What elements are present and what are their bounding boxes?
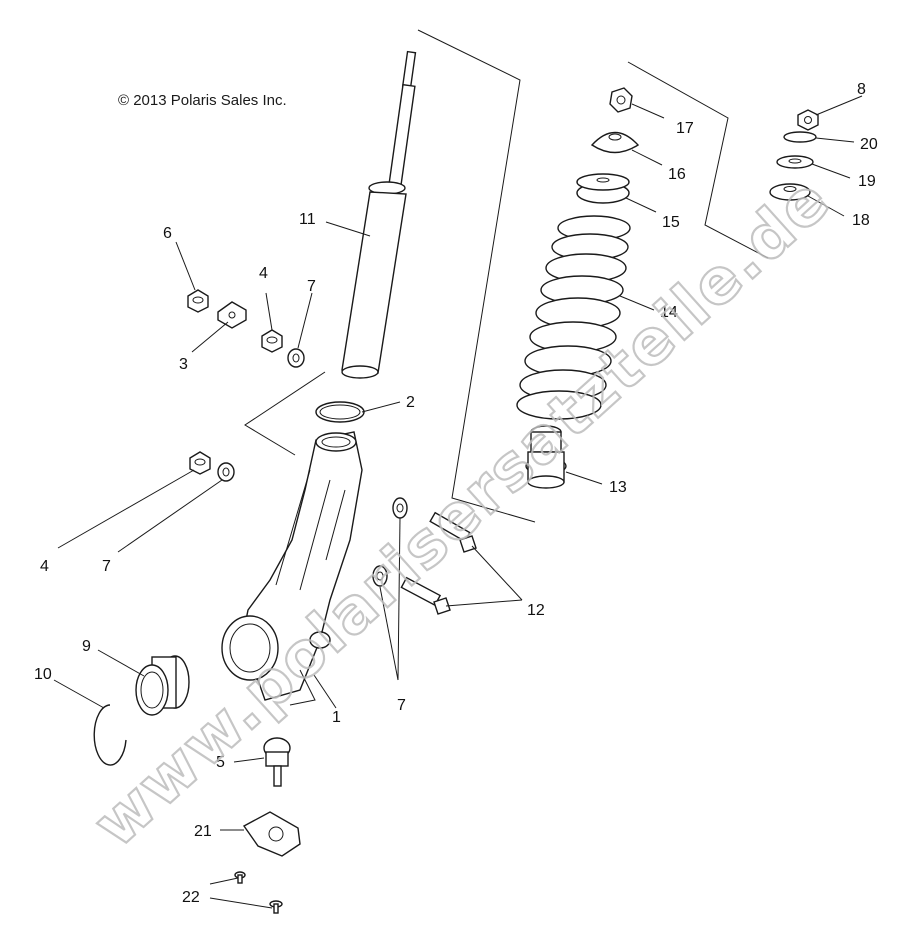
callout-4-upper: 4	[259, 265, 268, 282]
bolt-12-upper	[429, 511, 477, 553]
callout-21: 21	[194, 823, 212, 840]
leader-12-a	[471, 545, 523, 601]
screw-22-upper	[234, 871, 246, 884]
upper-mount-cup	[590, 131, 640, 154]
bracket-clip-3	[217, 301, 247, 329]
callout-15: 15	[662, 214, 680, 231]
callout-1: 1	[332, 709, 341, 726]
nut-8	[797, 109, 819, 131]
leader-22-a	[209, 877, 239, 885]
copyright-notice: © 2013 Polaris Sales Inc.	[118, 92, 287, 109]
callout-18: 18	[852, 212, 870, 229]
callout-22: 22	[182, 889, 200, 906]
leader-6	[175, 241, 196, 291]
snap-ring-10	[93, 704, 127, 766]
washer-19	[776, 155, 814, 169]
leader-7-bolt-b	[379, 586, 399, 681]
leader-17	[631, 103, 665, 119]
leader-19	[811, 163, 851, 179]
callout-14: 14	[660, 304, 678, 321]
callout-16: 16	[668, 166, 686, 183]
leader-8	[815, 95, 863, 116]
nut-6	[187, 289, 209, 313]
leader-7-bolt-a	[397, 517, 401, 681]
leader-3	[191, 321, 229, 353]
screw-22-lower	[269, 900, 283, 914]
callout-4-lower: 4	[40, 558, 49, 575]
callout-12: 12	[527, 602, 545, 619]
callout-11: 11	[299, 211, 316, 228]
callout-8: 8	[857, 81, 866, 98]
o-ring-2	[315, 401, 365, 423]
callout-6: 6	[163, 225, 172, 242]
leader-20	[815, 137, 855, 143]
callout-7-upper: 7	[307, 278, 316, 295]
callout-7-bolt: 7	[397, 697, 406, 714]
bracket-line-spring-hardware	[627, 61, 769, 259]
ball-joint-5	[263, 737, 291, 787]
bracket-line-knuckle	[244, 371, 326, 456]
callout-20: 20	[860, 136, 878, 153]
bracket-line-shock	[417, 29, 536, 523]
wheel-bearing-9	[135, 655, 190, 716]
shock-nut-upper	[609, 87, 633, 113]
leader-9	[97, 649, 145, 677]
washer-20	[783, 131, 817, 143]
leader-7-upper	[297, 292, 313, 349]
spring-seat	[576, 173, 630, 204]
bump-stop	[525, 425, 567, 489]
steering-knuckle	[221, 431, 363, 706]
callout-7-lower: 7	[102, 558, 111, 575]
leader-4-upper	[265, 292, 273, 331]
washer-18	[769, 183, 811, 201]
callout-10: 10	[34, 666, 52, 683]
washer-7-bolt-lower	[372, 565, 388, 587]
leader-2	[361, 401, 401, 413]
callout-9: 9	[82, 638, 91, 655]
leader-10	[53, 679, 105, 709]
washer-7-upper	[287, 348, 305, 368]
callout-5: 5	[216, 754, 225, 771]
leader-22-b	[209, 897, 273, 909]
leader-5	[233, 757, 265, 763]
bolt-12-lower	[400, 576, 451, 615]
shock-absorber	[341, 50, 417, 379]
watermark-text: www.polarisersatzteile.de	[79, 162, 844, 861]
coil-spring	[516, 215, 631, 420]
washer-7-lower	[217, 462, 235, 482]
leader-13	[565, 471, 603, 485]
leader-15	[625, 197, 657, 213]
callout-13: 13	[609, 479, 627, 496]
callout-17: 17	[676, 120, 694, 137]
callout-19: 19	[858, 173, 876, 190]
leader-7-lower	[117, 479, 223, 553]
leader-18	[807, 195, 845, 217]
mounting-plate-21	[242, 811, 301, 857]
leader-11	[325, 221, 371, 237]
leader-12-b	[445, 599, 523, 607]
leader-4-lower	[57, 469, 195, 549]
nut-4-lower	[189, 451, 211, 475]
leader-16	[631, 149, 663, 166]
nut-4-upper	[261, 329, 283, 353]
callout-2: 2	[406, 394, 415, 411]
callout-3: 3	[179, 356, 188, 373]
leader-14	[619, 295, 655, 311]
washer-7-bolt-upper	[392, 497, 408, 519]
leader-1	[313, 674, 337, 709]
